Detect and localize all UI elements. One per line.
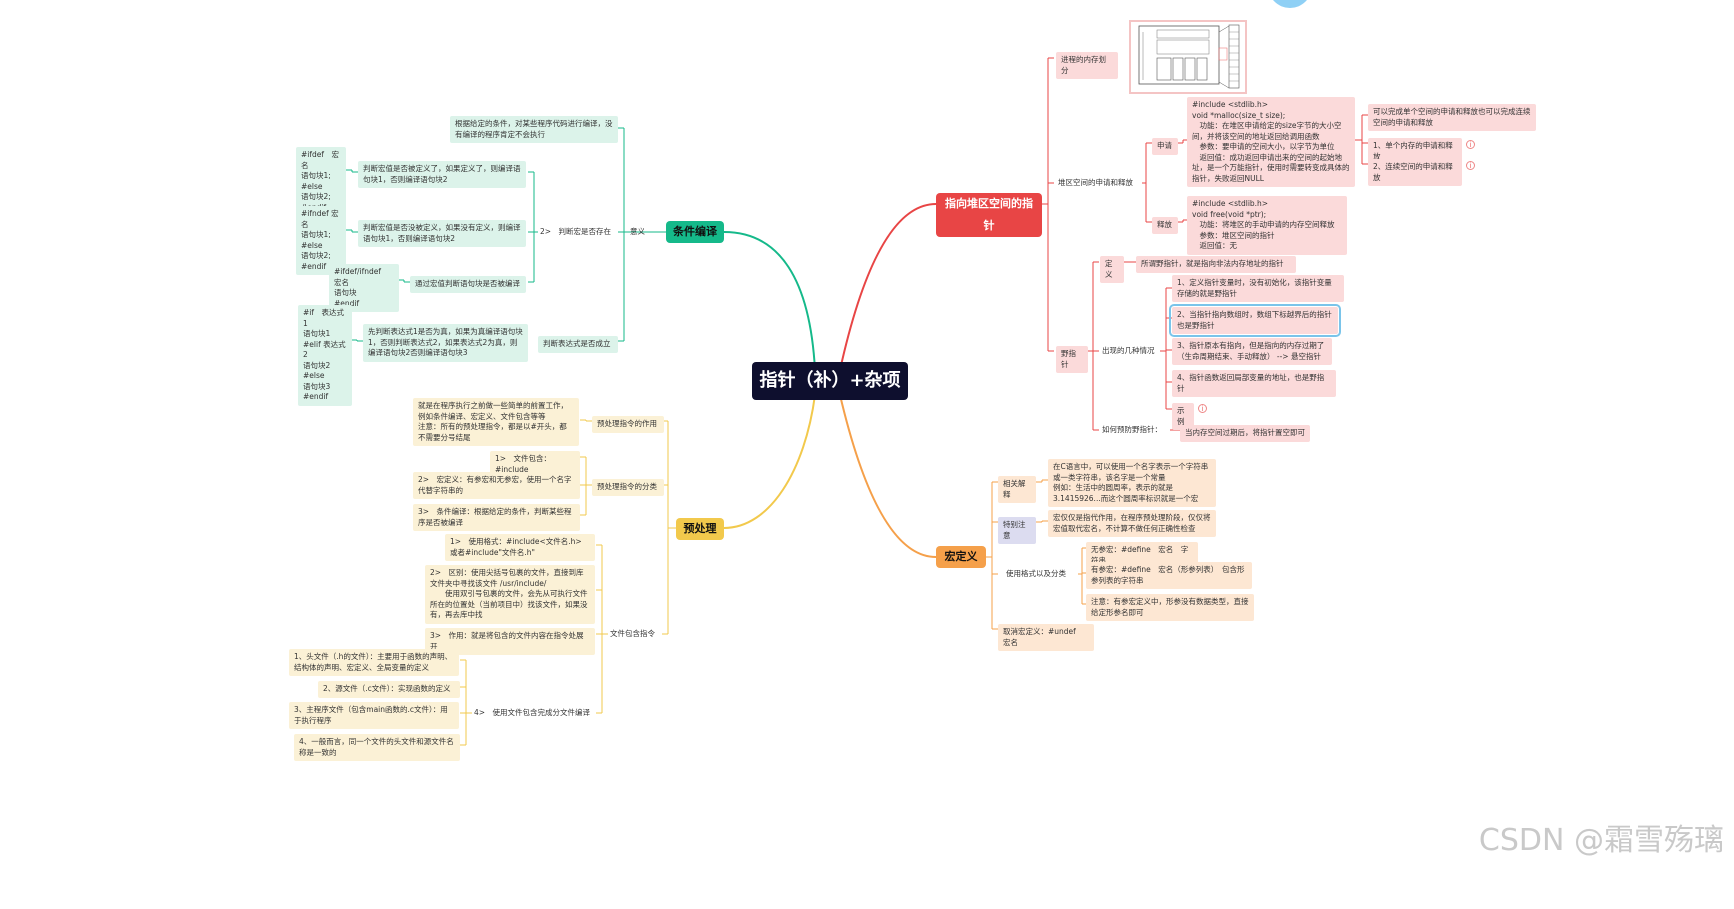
connector-line [723,231,816,371]
connector-line [839,394,937,558]
pre-split2[interactable]: 2、源文件（.c文件）：实现函数的定义 [318,681,460,698]
heap-apply-label[interactable]: 申请 [1152,138,1178,155]
memory-layout-diagram-image [1129,20,1247,94]
pre-cls-label[interactable]: 预处理指令的分类 [592,479,664,496]
cond-meaning-desc[interactable]: 根据给定的条件，对某些程序代码进行编译，没有编译的程序肯定不会执行 [450,116,618,143]
cond-via-macro[interactable]: 通过宏值判断语句块是否被编译 [410,276,526,293]
pre-cls2[interactable]: 2> 宏定义：有参宏和无参宏，使用一个名字代替字符串的 [413,472,580,499]
branch-macro-definition[interactable]: 宏定义 [936,546,986,568]
branch-preprocessing[interactable]: 预处理 [676,518,724,540]
heap-release-desc[interactable]: #include <stdlib.h> void free(void *ptr)… [1187,196,1347,255]
wild-example[interactable]: 示例 [1172,403,1194,430]
pre-inc1[interactable]: 1> 使用格式：#include<文件名.h> 或者#include"文件名.h… [445,534,595,561]
pre-split3[interactable]: 3、主程序文件（包含main函数的.c文件）：用于执行程序 [289,702,459,729]
pre-role-label[interactable]: 预处理指令的作用 [592,416,664,433]
heap-apply-desc[interactable]: #include <stdlib.h> void *malloc(size_t … [1187,97,1355,187]
connector-line [723,394,816,529]
pre-split1[interactable]: 1、头文件（.h的文件）：主要用于函数的声明、结构体的声明、宏定义、全局变量的定… [289,649,459,676]
cond-ifndef-code[interactable]: #ifndef 宏名 语句块1; #else 语句块2; #endif [296,206,346,275]
macro-explain-label[interactable]: 相关解释 [998,476,1036,503]
info-icon[interactable]: i [1198,404,1207,413]
pre-inc-label[interactable]: 文件包含指令 [610,629,655,638]
pre-split-label[interactable]: 4> 使用文件包含完成分文件编译 [474,708,591,717]
avatar [1268,0,1312,8]
pre-role-desc[interactable]: 就是在程序执行之前做一些简单的前置工作，例如条件编译、宏定义、文件包含等等 注意… [413,398,579,446]
cond-if-code[interactable]: #if 表达式1 语句块1 #elif 表达式2 语句块2 #else 语句块3… [298,305,352,406]
wild-cases-label[interactable]: 出现的几种情况 [1102,346,1155,355]
macro-usage2[interactable]: 有参宏：#define 宏名（形参列表） 包含形参列表的字符串 [1086,562,1252,589]
info-icon[interactable]: i [1466,161,1475,170]
wild-prevent-label[interactable]: 如何预防野指针： [1102,425,1162,434]
wild-case1[interactable]: 1、定义指针变量时，没有初始化，该指针变量存储的就是野指针 [1172,275,1344,302]
pre-inc2[interactable]: 2> 区别：使用尖括号包裹的文件，直接到库文件夹中寻找该文件 /usr/incl… [425,565,595,624]
wild-case3[interactable]: 3、指针原本有指向，但是指向的内存过期了（生命周期结束、手动释放） --> 悬空… [1172,338,1332,365]
wild-def-desc[interactable]: 所谓野指针，就是指向非法内存地址的指针 [1136,256,1296,273]
heap-mem-layout[interactable]: 进程的内存划分 [1056,52,1118,79]
pre-split4[interactable]: 4、一般而言，同一个文件的头文件和源文件名称是一致的 [294,734,460,761]
root-topic[interactable]: 指针（补）+杂项 [752,362,908,400]
macro-undef[interactable]: 取消宏定义：#undef 宏名 [998,624,1094,651]
cond-ifdef-only-code[interactable]: #ifdef/ifndef 宏名 语句块 #endif [329,264,399,312]
wild-case4[interactable]: 4、指针函数返回局部变量的地址，也是野指针 [1172,370,1336,397]
wild-case2[interactable]: 2、当指针指向数组时，数组下标越界后的指针也是野指针 [1169,304,1341,337]
cond-ifndef-desc[interactable]: 判断宏值是否没被定义，如果没有定义，则编译语句块1，否则编译语句块2 [358,220,526,247]
branch-conditional-compilation[interactable]: 条件编译 [666,221,724,243]
macro-explain-desc[interactable]: 在C语言中，可以使用一个名字表示一个字符串或一类字符串，该名字是一个常量 例如：… [1048,459,1216,507]
wild-pointer-label[interactable]: 野指针 [1056,346,1088,373]
macro-note-label[interactable]: 特别注意 [998,517,1036,544]
heap-mgmt[interactable]: 堆区空间的申请和释放 [1058,178,1133,187]
cond-meaning-label[interactable]: 意义 [630,227,645,236]
watermark: CSDN @霜雪殇璃 [1478,823,1724,858]
cond-if-desc[interactable]: 先判断表达式1是否为真，如果为真编译语句块1，否则判断表达式2，如果表达式2为真… [363,324,528,362]
wild-def-label[interactable]: 定义 [1100,256,1124,283]
cond-ifdef-code[interactable]: #ifdef 宏名 语句块1; #else 语句块2; #endif [296,147,346,216]
branch-heap-pointer[interactable]: 指向堆区空间的指针 [936,193,1042,237]
info-icon[interactable]: i [1466,140,1475,149]
heap-apply-cont[interactable]: 2、连续空间的申请和释放 [1368,159,1462,186]
cond-judge-expr[interactable]: 判断表达式是否成立 [538,336,618,353]
cond-ifdef-desc[interactable]: 判断宏值是否被定义了，如果定义了，则编译语句块1，否则编译语句块2 [358,161,526,188]
macro-usage3[interactable]: 注意：有参宏定义中，形参没有数据类型，直接给定形参名即可 [1086,594,1254,621]
pre-cls3[interactable]: 3> 条件编译：根据给定的条件，判断某些程序是否被编译 [413,504,580,531]
heap-apply-note[interactable]: 可以完成单个空间的申请和释放也可以完成连续空间的申请和释放 [1368,104,1536,131]
wild-prevent-desc[interactable]: 当内存空间过期后，将指针置空即可 [1180,425,1310,442]
macro-usage-label[interactable]: 使用格式以及分类 [1006,569,1066,578]
macro-note-desc[interactable]: 宏仅仅是指代作用，在程序预处理阶段，仅仅将宏值取代宏名，不计算不做任何正确性检查 [1048,510,1216,537]
heap-release-label[interactable]: 释放 [1152,217,1178,234]
cond-judge-exist[interactable]: 2> 判断宏是否存在 [540,227,612,236]
connector-line [839,203,937,371]
